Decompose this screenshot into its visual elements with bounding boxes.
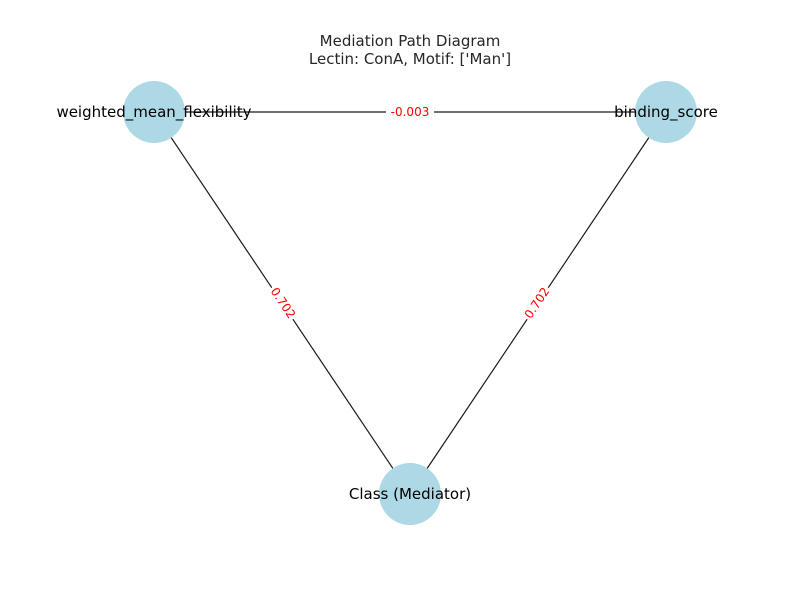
node-outcome	[635, 81, 697, 143]
diagram-subtitle: Lectin: ConA, Motif: ['Man']	[309, 50, 511, 68]
node-label-treatment: weighted_mean_flexibility	[56, 103, 251, 122]
edge-label-treatment-outcome: -0.003	[391, 105, 430, 119]
node-label-mediator: Class (Mediator)	[349, 485, 471, 503]
node-mediator	[379, 463, 441, 525]
edge-label-bg-treatment-outcome	[386, 103, 434, 121]
edge-label-bg-treatment-mediator	[264, 282, 302, 324]
diagram-title: Mediation Path Diagram	[320, 32, 501, 50]
node-label-outcome: binding_score	[614, 103, 718, 122]
edge-label-bg-mediator-outcome	[518, 282, 556, 324]
node-treatment	[123, 81, 185, 143]
